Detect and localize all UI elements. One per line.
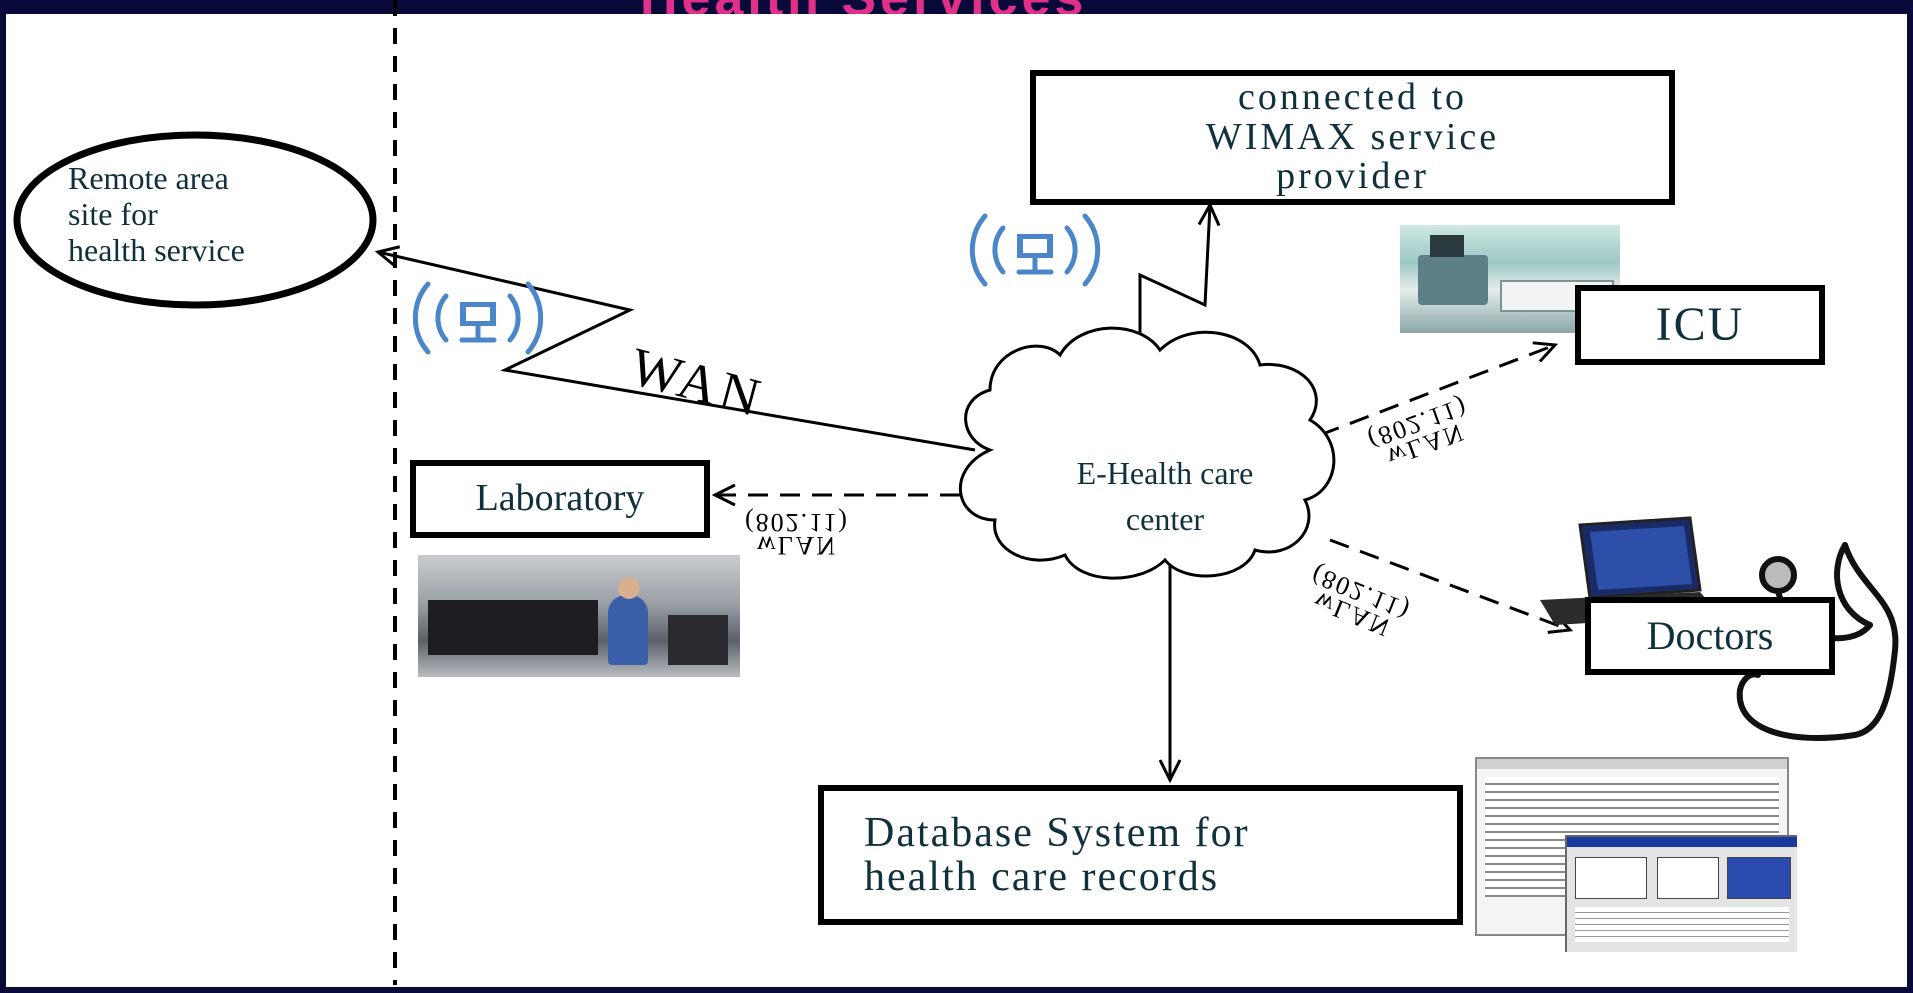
doctors-label: Doctors (1646, 613, 1774, 658)
remote-site-line: health service (68, 232, 245, 268)
icu-box: ICU (1575, 285, 1825, 365)
wan-link (374, 245, 976, 452)
database-box: Database System for health care records (818, 785, 1463, 925)
database-line: health care records (864, 854, 1220, 900)
wimax-line: connected to (1237, 75, 1468, 118)
center-cloud (959, 326, 1336, 580)
center-line: center (1125, 501, 1205, 537)
wlan-line: wLAN (756, 530, 838, 560)
wlan-label-laboratory: wLAN (802.11) (745, 507, 849, 560)
center-line: E-Health care (1076, 455, 1254, 491)
laboratory-photo (418, 555, 740, 677)
remote-site-ellipse (13, 131, 377, 309)
icu-link (1319, 341, 1559, 437)
doctors-link (1329, 538, 1574, 634)
laboratory-box: Laboratory (410, 460, 710, 538)
icu-label: ICU (1655, 297, 1745, 351)
wifi-network-icon (412, 281, 544, 355)
wifi-network-icon (969, 213, 1101, 287)
slide-title: Health Services (640, 0, 1087, 14)
remote-site-line: Remote area (68, 160, 229, 196)
database-line: Database System for (864, 809, 1250, 856)
wimax-line: WIMAX service (1205, 115, 1500, 158)
database-screenshot (1475, 757, 1797, 952)
laboratory-label: Laboratory (475, 477, 645, 520)
wlan-line: (802.11) (745, 507, 849, 537)
title-bar: Health Services (0, 0, 1913, 14)
doctors-box: Doctors (1585, 597, 1835, 675)
center-label: E-Health care center (1030, 450, 1300, 542)
remote-site-label: Remote area site for health service (68, 160, 245, 268)
wimax-line: provider (1276, 155, 1429, 198)
wimax-provider-box: connected to WIMAX service provider (1030, 70, 1675, 205)
remote-site-line: site for (68, 196, 158, 232)
